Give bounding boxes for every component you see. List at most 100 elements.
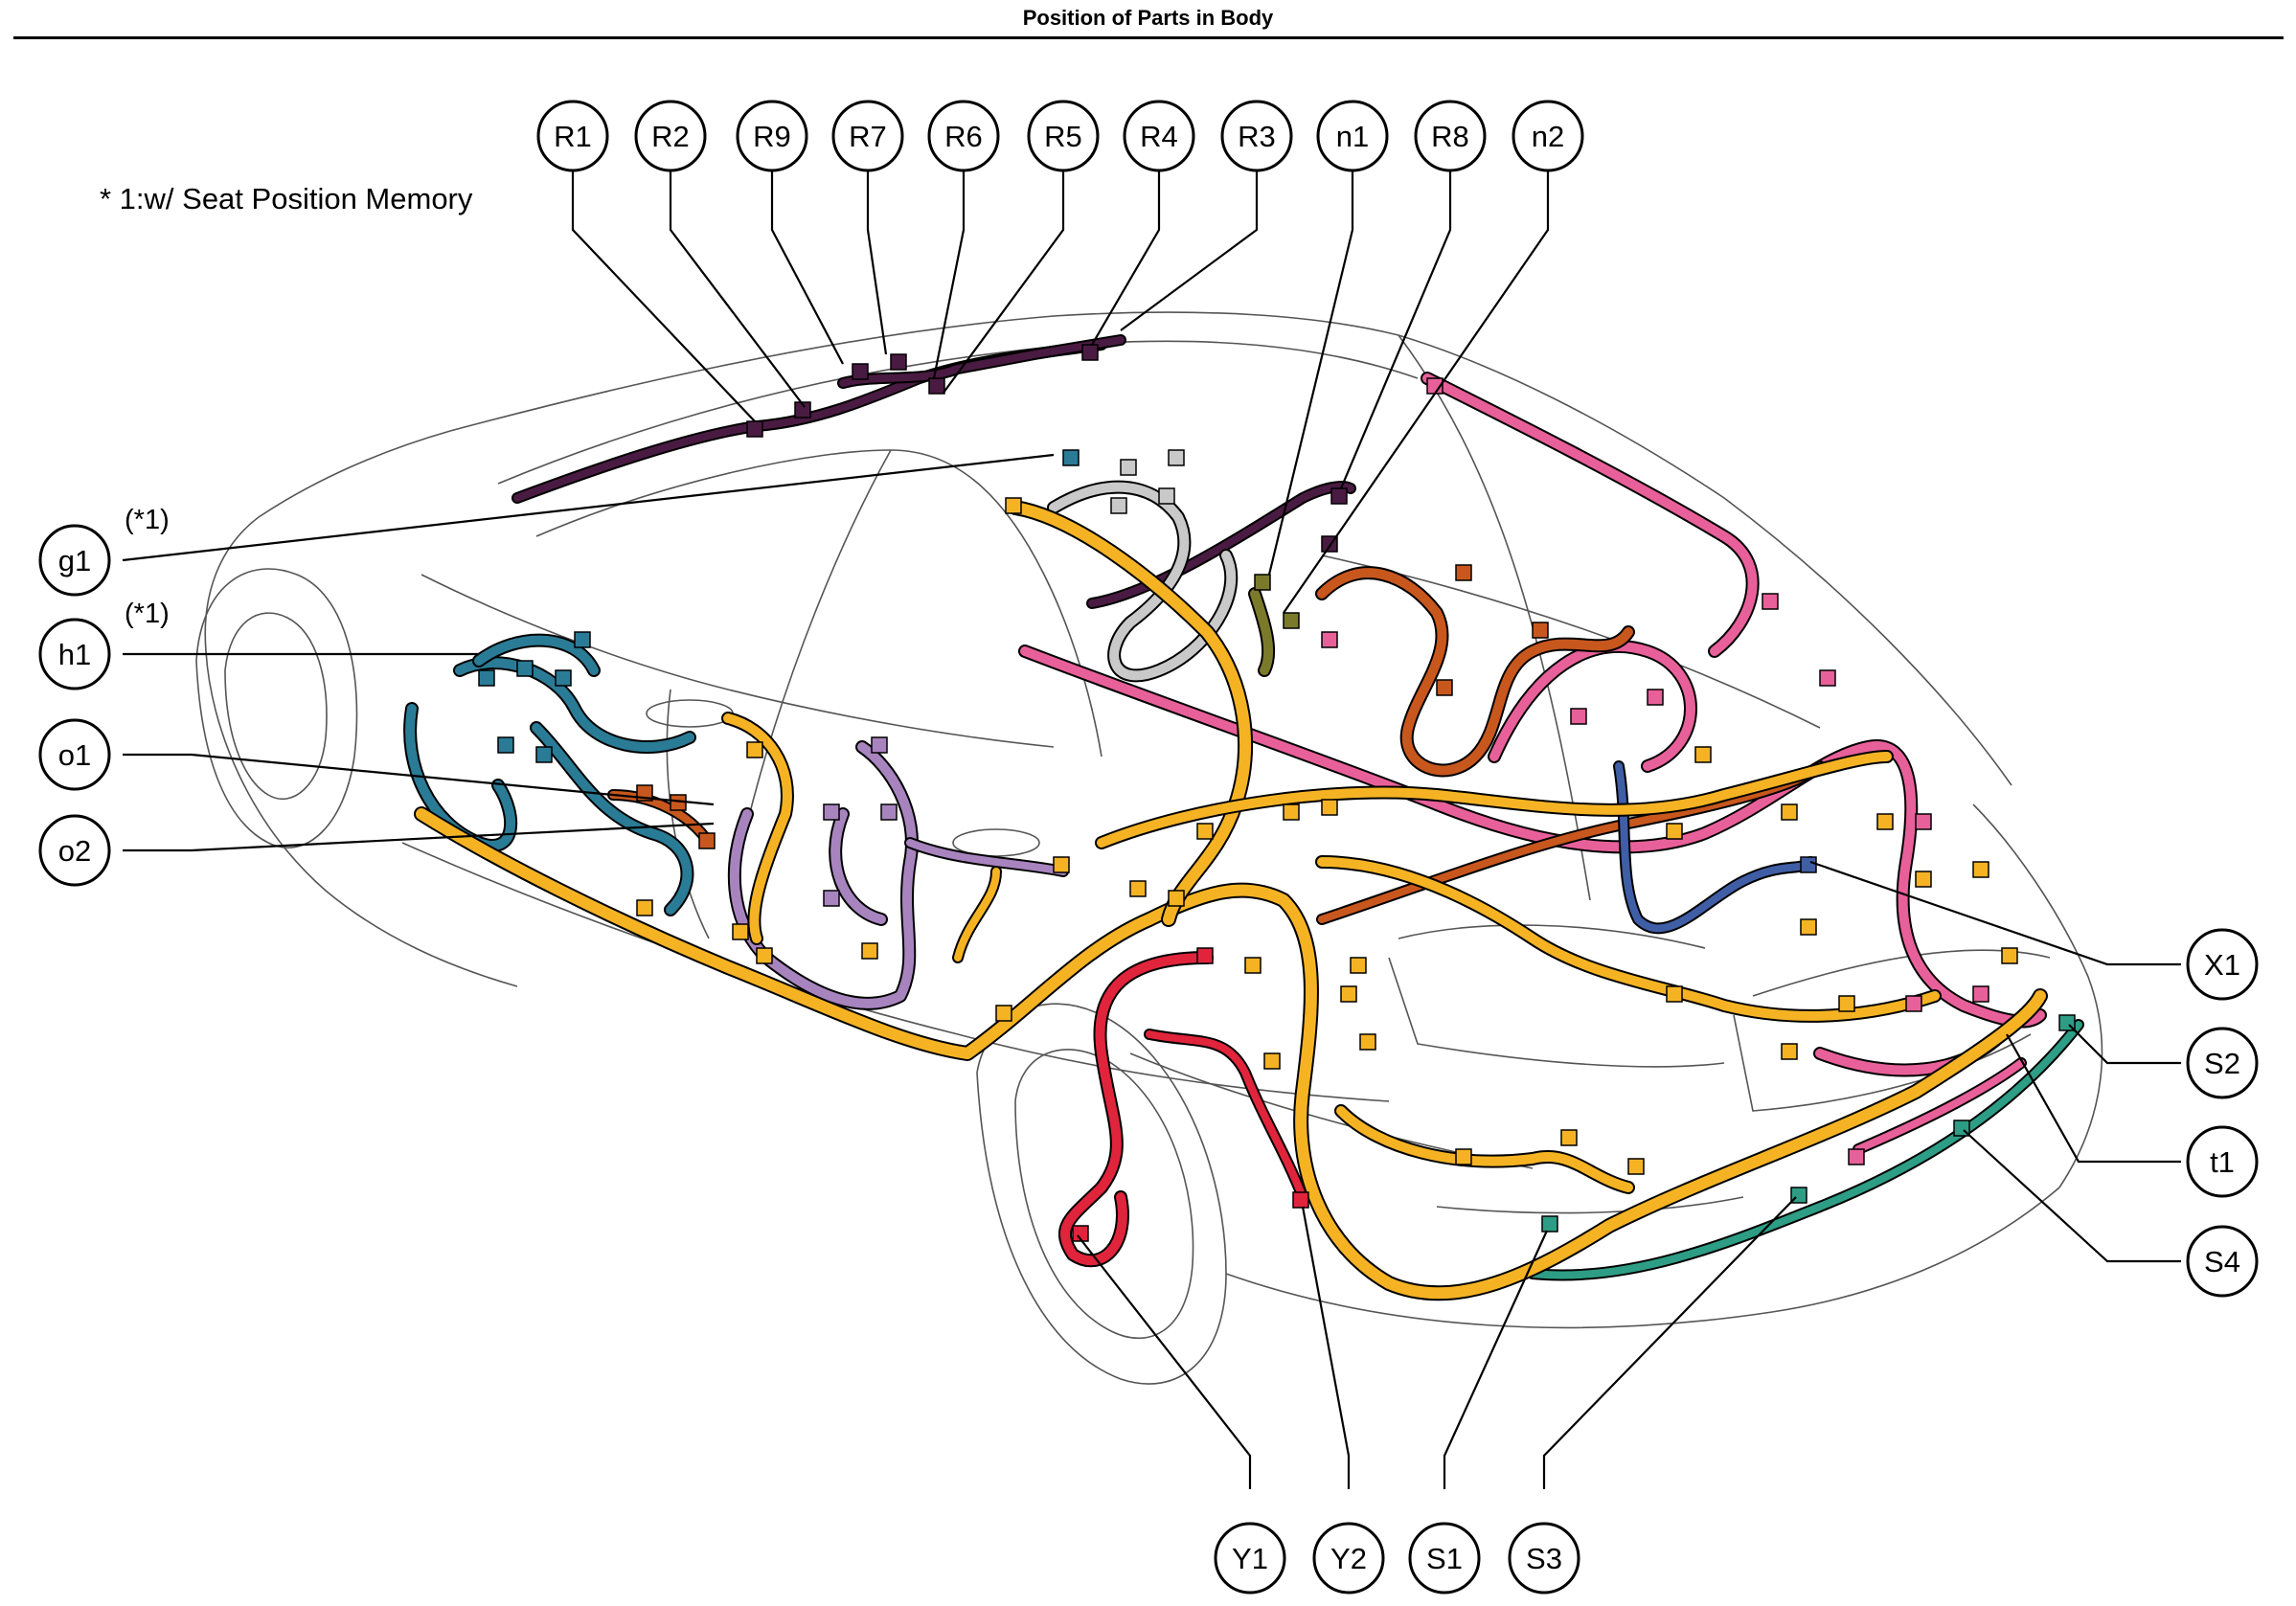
callout-o2: o2 <box>38 814 111 887</box>
callout-n1: n1 <box>1316 100 1389 172</box>
callout-label: R5 <box>1044 120 1082 153</box>
callout-label: o1 <box>58 738 91 772</box>
callout-circle <box>38 618 111 690</box>
callout-label: R8 <box>1431 120 1469 153</box>
connector-blocks <box>478 344 2076 1242</box>
car-body-outline <box>195 311 2103 1385</box>
callout-circle <box>1220 100 1293 172</box>
callout-circle <box>634 100 707 172</box>
callout-label: R4 <box>1140 120 1178 153</box>
callout-label: R6 <box>944 120 983 153</box>
callout-R6: R6 <box>927 100 1000 172</box>
leader-R7 <box>866 161 888 355</box>
callout-circle <box>1512 100 1584 172</box>
roof-harness <box>511 334 1356 609</box>
callout-circle <box>2186 928 2259 1001</box>
callout-label: X1 <box>2204 948 2240 982</box>
leader-S4 <box>1963 1129 2181 1263</box>
callout-label: h1 <box>58 638 91 671</box>
callout-R9: R9 <box>736 100 808 172</box>
leader-n1 <box>1267 161 1354 576</box>
callout-R5: R5 <box>1027 100 1100 172</box>
callout-S3: S3 <box>1508 1522 1580 1595</box>
callout-circle <box>1214 1522 1286 1595</box>
callout-circle <box>2186 1125 2259 1198</box>
callout-S2: S2 <box>2186 1027 2259 1099</box>
callout-label: S1 <box>1426 1542 1463 1575</box>
leader-o1 <box>123 753 715 806</box>
callout-R4: R4 <box>1123 100 1195 172</box>
callout-label: S2 <box>2204 1047 2240 1080</box>
callout-circle <box>1508 1522 1580 1595</box>
page-title: Position of Parts in Body <box>1022 6 1274 30</box>
leader-R8 <box>1339 161 1452 489</box>
leader-R4 <box>1091 161 1161 346</box>
leader-R1 <box>571 161 756 422</box>
callout-circle <box>1408 1522 1481 1595</box>
leader-o2 <box>123 822 715 852</box>
callout-t1: t1 <box>2186 1125 2259 1198</box>
olive-harness <box>1248 587 1276 677</box>
callout-label: n1 <box>1336 120 1369 153</box>
callout-label: t1 <box>2210 1145 2235 1179</box>
leader-t1 <box>2006 1033 2181 1164</box>
leader-S3 <box>1542 1196 1797 1489</box>
teal-harness <box>1527 1019 2084 1281</box>
callout-label: R9 <box>753 120 791 153</box>
callout-Y1: Y1 <box>1214 1522 1286 1595</box>
callout-circle <box>1414 100 1487 172</box>
callout-label: R3 <box>1238 120 1276 153</box>
leader-g1 <box>122 453 1055 562</box>
callout-R3: R3 <box>1220 100 1293 172</box>
lavender-harness <box>727 740 1069 1010</box>
leader-R6 <box>932 161 966 379</box>
callout-X1: X1 <box>2186 928 2259 1001</box>
callout-circle <box>831 100 904 172</box>
callout-circle <box>1312 1522 1385 1595</box>
callout-R2: R2 <box>634 100 707 172</box>
callout-label: Y2 <box>1330 1542 1367 1575</box>
callout-n2: n2 <box>1512 100 1584 172</box>
callout-circle <box>536 100 609 172</box>
callout-label: R1 <box>554 120 592 153</box>
callout-layer: R1 R2 R9 R7 R6 R5 R4 R3 n1 R8 n2 g1 (*1) h1 (*1) o1 o2X1… <box>38 100 2259 1595</box>
callout-R8: R8 <box>1414 100 1487 172</box>
callout-label: S4 <box>2204 1245 2240 1278</box>
red-harness <box>1057 951 1308 1268</box>
callout-circle <box>38 524 111 597</box>
leader-R2 <box>669 161 806 408</box>
leader-n2 <box>1283 161 1550 614</box>
harness-wires <box>403 334 2084 1301</box>
callout-S1: S1 <box>1408 1522 1481 1595</box>
callout-R1: R1 <box>536 100 609 172</box>
callout-S4: S4 <box>2186 1225 2259 1298</box>
leader-Y1 <box>1077 1234 1252 1489</box>
callout-label: n2 <box>1532 120 1564 153</box>
callout-circle <box>1027 100 1100 172</box>
callout-label: S3 <box>1526 1542 1562 1575</box>
title-rule <box>13 36 2284 39</box>
callout-Y2: Y2 <box>1312 1522 1385 1595</box>
leader-R5 <box>943 161 1065 394</box>
callout-circle <box>2186 1225 2259 1298</box>
callout-label: Y1 <box>1232 1542 1268 1575</box>
callout-circle <box>38 718 111 791</box>
callout-circle <box>1123 100 1195 172</box>
leader-R3 <box>1120 161 1259 331</box>
seat-memory-note: * 1:w/ Seat Position Memory <box>100 182 473 215</box>
callout-label: R7 <box>849 120 887 153</box>
callout-note: (*1) <box>125 599 170 629</box>
callout-R7: R7 <box>831 100 904 172</box>
callout-note: (*1) <box>125 505 170 535</box>
leader-S1 <box>1443 1230 1549 1489</box>
leader-X1 <box>1809 860 2181 966</box>
floor-harness <box>414 500 2048 1301</box>
callout-o1: o1 <box>38 718 111 791</box>
leader-lines <box>122 161 2181 1489</box>
leader-R9 <box>770 161 844 365</box>
callout-label: g1 <box>58 544 91 577</box>
callout-circle <box>736 100 808 172</box>
callout-circle <box>38 814 111 887</box>
